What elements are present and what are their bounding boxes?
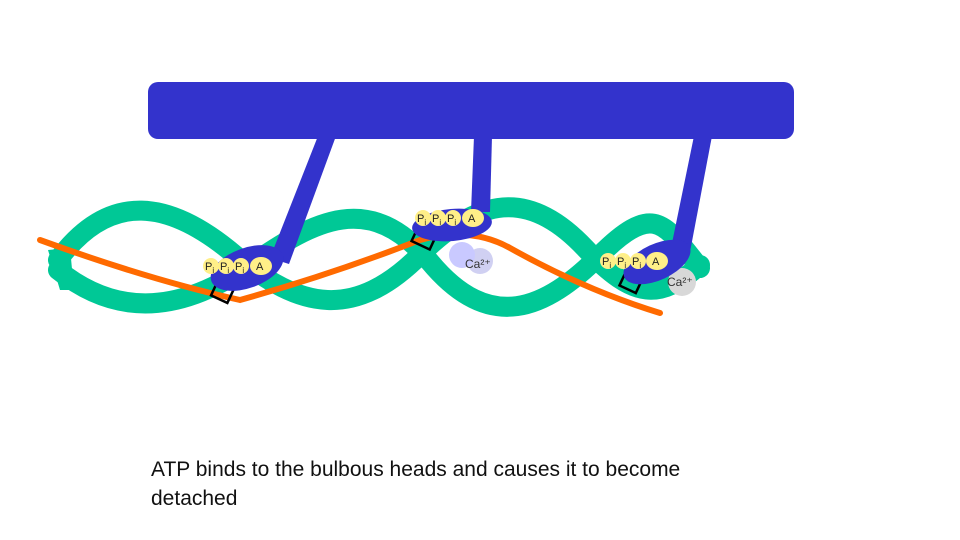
atp-2-label-3: Pi	[447, 213, 456, 227]
atp-3-label-2: Pi	[617, 256, 626, 270]
atp-3-label-1: Pi	[602, 256, 611, 270]
atp-molecule-1: Pi Pi Pi A	[203, 257, 272, 275]
atp-2-label-1: Pi	[417, 213, 426, 227]
atp-3-phosphate-3	[630, 253, 646, 269]
myosin-neck-2	[471, 136, 492, 212]
atp-1-adenosine	[250, 257, 272, 275]
atp-3-adenosine	[646, 252, 668, 270]
calcium-ion-1: Ca²⁺	[449, 242, 493, 274]
calcium-ion-1-label: Ca²⁺	[465, 257, 491, 271]
atp-2-phosphate-2	[430, 210, 446, 226]
atp-2-label-2: Pi	[432, 213, 441, 227]
atp-1-label-1: Pi	[205, 261, 214, 275]
caption-line-1: ATP binds to the bulbous heads and cause…	[151, 458, 681, 481]
atp-3-label-a: A	[652, 256, 660, 268]
calcium-ion-2-shape	[668, 268, 696, 296]
atp-molecule-3: Pi Pi Pi A	[600, 252, 668, 270]
atp-3-phosphate-1	[600, 253, 616, 269]
atp-1-phosphate-1	[203, 258, 219, 274]
caption-line-2: detached	[151, 487, 238, 510]
myosin-thick-filament	[148, 82, 794, 139]
tropomyosin-strand	[37, 231, 663, 316]
atp-1-phosphate-3	[233, 258, 249, 274]
atp-2-adenosine	[462, 209, 484, 227]
atp-1-phosphate-2	[218, 258, 234, 274]
actin-filament-end	[48, 248, 74, 290]
calcium-ion-2-label: Ca²⁺	[667, 275, 693, 289]
calcium-ion-2: Ca²⁺	[667, 268, 696, 296]
actin-strand-front	[48, 208, 710, 317]
actin-filament	[48, 197, 710, 317]
myosin-neck-3	[671, 136, 712, 252]
myosin-neck-1	[270, 136, 336, 264]
atp-1-label-3: Pi	[235, 261, 244, 275]
atp-3-phosphate-2	[615, 253, 631, 269]
calcium-ion-1-shadow	[449, 242, 475, 268]
actin-strand-back	[48, 197, 710, 310]
atp-molecule-2: Pi Pi Pi A	[415, 209, 484, 227]
atp-2-phosphate-3	[445, 210, 461, 226]
diagram-caption: ATP binds to the bulbous heads and cause…	[151, 455, 851, 513]
atp-1-label-2: Pi	[220, 261, 229, 275]
atp-2-label-a: A	[468, 213, 476, 225]
atp-3-label-3: Pi	[632, 256, 641, 270]
atp-2-phosphate-1	[415, 210, 431, 226]
atp-1-label-a: A	[256, 261, 264, 273]
